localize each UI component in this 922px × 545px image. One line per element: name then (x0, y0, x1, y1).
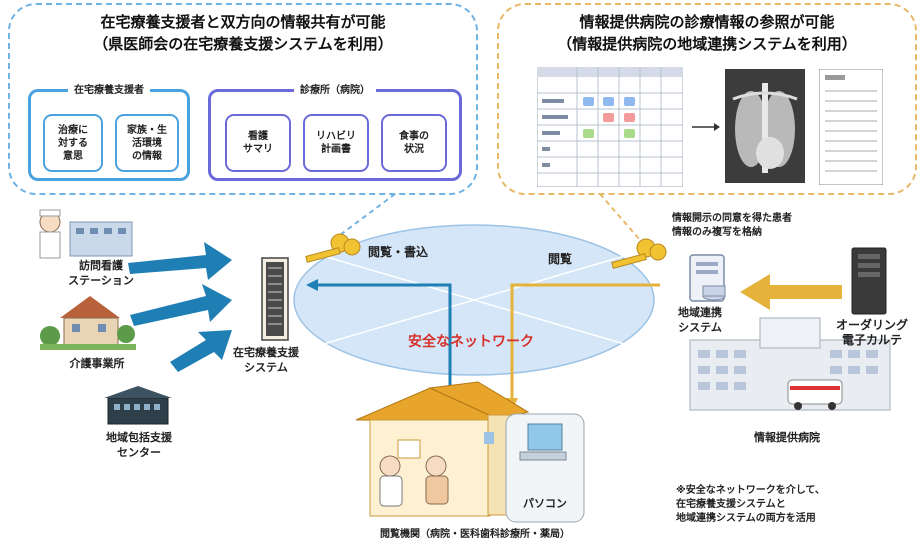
arrow-from-care-provider (130, 284, 232, 326)
care-provider-label: 介護事業所 (69, 357, 125, 370)
key-icon (611, 238, 667, 269)
arrow-icon (692, 123, 720, 131)
visiting-nurse-station-icon (39, 209, 133, 259)
bubble-connector-right (599, 193, 641, 241)
regional-system-label: 地域連携 システム (678, 306, 722, 334)
arrow-from-visiting-nurse (128, 242, 232, 280)
regional-server-icon (689, 254, 726, 302)
document-image (819, 69, 883, 185)
consent-note: 情報開示の同意を得た患者 情報のみ複写を格納 (672, 213, 792, 238)
visiting-nurse-label: 訪問看護 ステーション (68, 259, 134, 287)
pc-panel (505, 413, 585, 523)
secure-network-label: 安全なネットワーク (408, 334, 534, 350)
link-home-system-to-viewer (310, 283, 452, 395)
home-care-system-label: 在宅療養支援 システム (233, 346, 299, 374)
bubble-connector-left (339, 193, 396, 236)
community-center-label: 地域包括支援 センター (106, 431, 172, 459)
xray-image (725, 69, 805, 183)
hospital-building-icon (689, 317, 891, 411)
arrowhead-icon (306, 279, 318, 291)
nursing-summary-card: 看護 サマリ (225, 114, 291, 172)
family-env-card: 家族・生 活環境 の情報 (115, 114, 179, 172)
group-label: 在宅療養支援者 (68, 81, 150, 96)
ordering-label: オーダリング 電子カルテ (835, 318, 908, 347)
bubble-title: 情報提供病院の診療情報の参照が可能 （情報提供病院の地域連携システムを利用） (557, 13, 857, 53)
footnote: ※安全なネットワークを介して、 在宅療養支援システムと 地域連携システムの両方を… (676, 485, 825, 524)
intent-card: 治療に 対する 意思 (43, 114, 103, 172)
arrow-from-community-center (170, 330, 232, 372)
home-care-supporter-group: 在宅療養支援者 治療に 対する 意思 家族・生 活環境 の情報 (28, 81, 190, 181)
clinic-group: 診療所（病院） 看護 サマリ リハビリ 計画書 食事の 状況 (208, 81, 462, 181)
read-only-label: 閲覧 (548, 252, 573, 266)
ordering-server-icon (851, 247, 887, 315)
read-write-label: 閲覧・書込 (368, 245, 429, 259)
pc-label: パソコン (523, 497, 567, 510)
hospital-info-bubble: 情報提供病院の診療情報の参照が可能 （情報提供病院の地域連携システムを利用） (497, 3, 917, 195)
bubble-title: 在宅療養支援者と双方向の情報共有が可能 （県医師会の在宅療養支援システムを利用） (93, 13, 393, 53)
doctor-patient-icon (379, 455, 449, 507)
group-label: 診療所（病院） (294, 81, 376, 96)
key-icon (305, 233, 361, 263)
home-care-info-bubble: 在宅療養支援者と双方向の情報共有が可能 （県医師会の在宅療養支援システムを利用）… (8, 3, 478, 195)
meal-status-card: 食事の 状況 (381, 114, 447, 172)
provider-hospital-label: 情報提供病院 (754, 431, 820, 444)
medical-record-table-image (537, 67, 683, 187)
network-cross-line (319, 254, 629, 346)
link-regional-system-to-viewer (510, 283, 660, 402)
care-provider-icon (40, 296, 136, 350)
rehab-plan-card: リハビリ 計画書 (303, 114, 369, 172)
arrow-from-ordering (740, 274, 842, 310)
home-care-server-icon (261, 257, 289, 341)
community-center-icon (104, 386, 172, 425)
viewer-institutions-label: 閲覧機関（病院・医科歯科診療所・薬局） (380, 529, 570, 540)
